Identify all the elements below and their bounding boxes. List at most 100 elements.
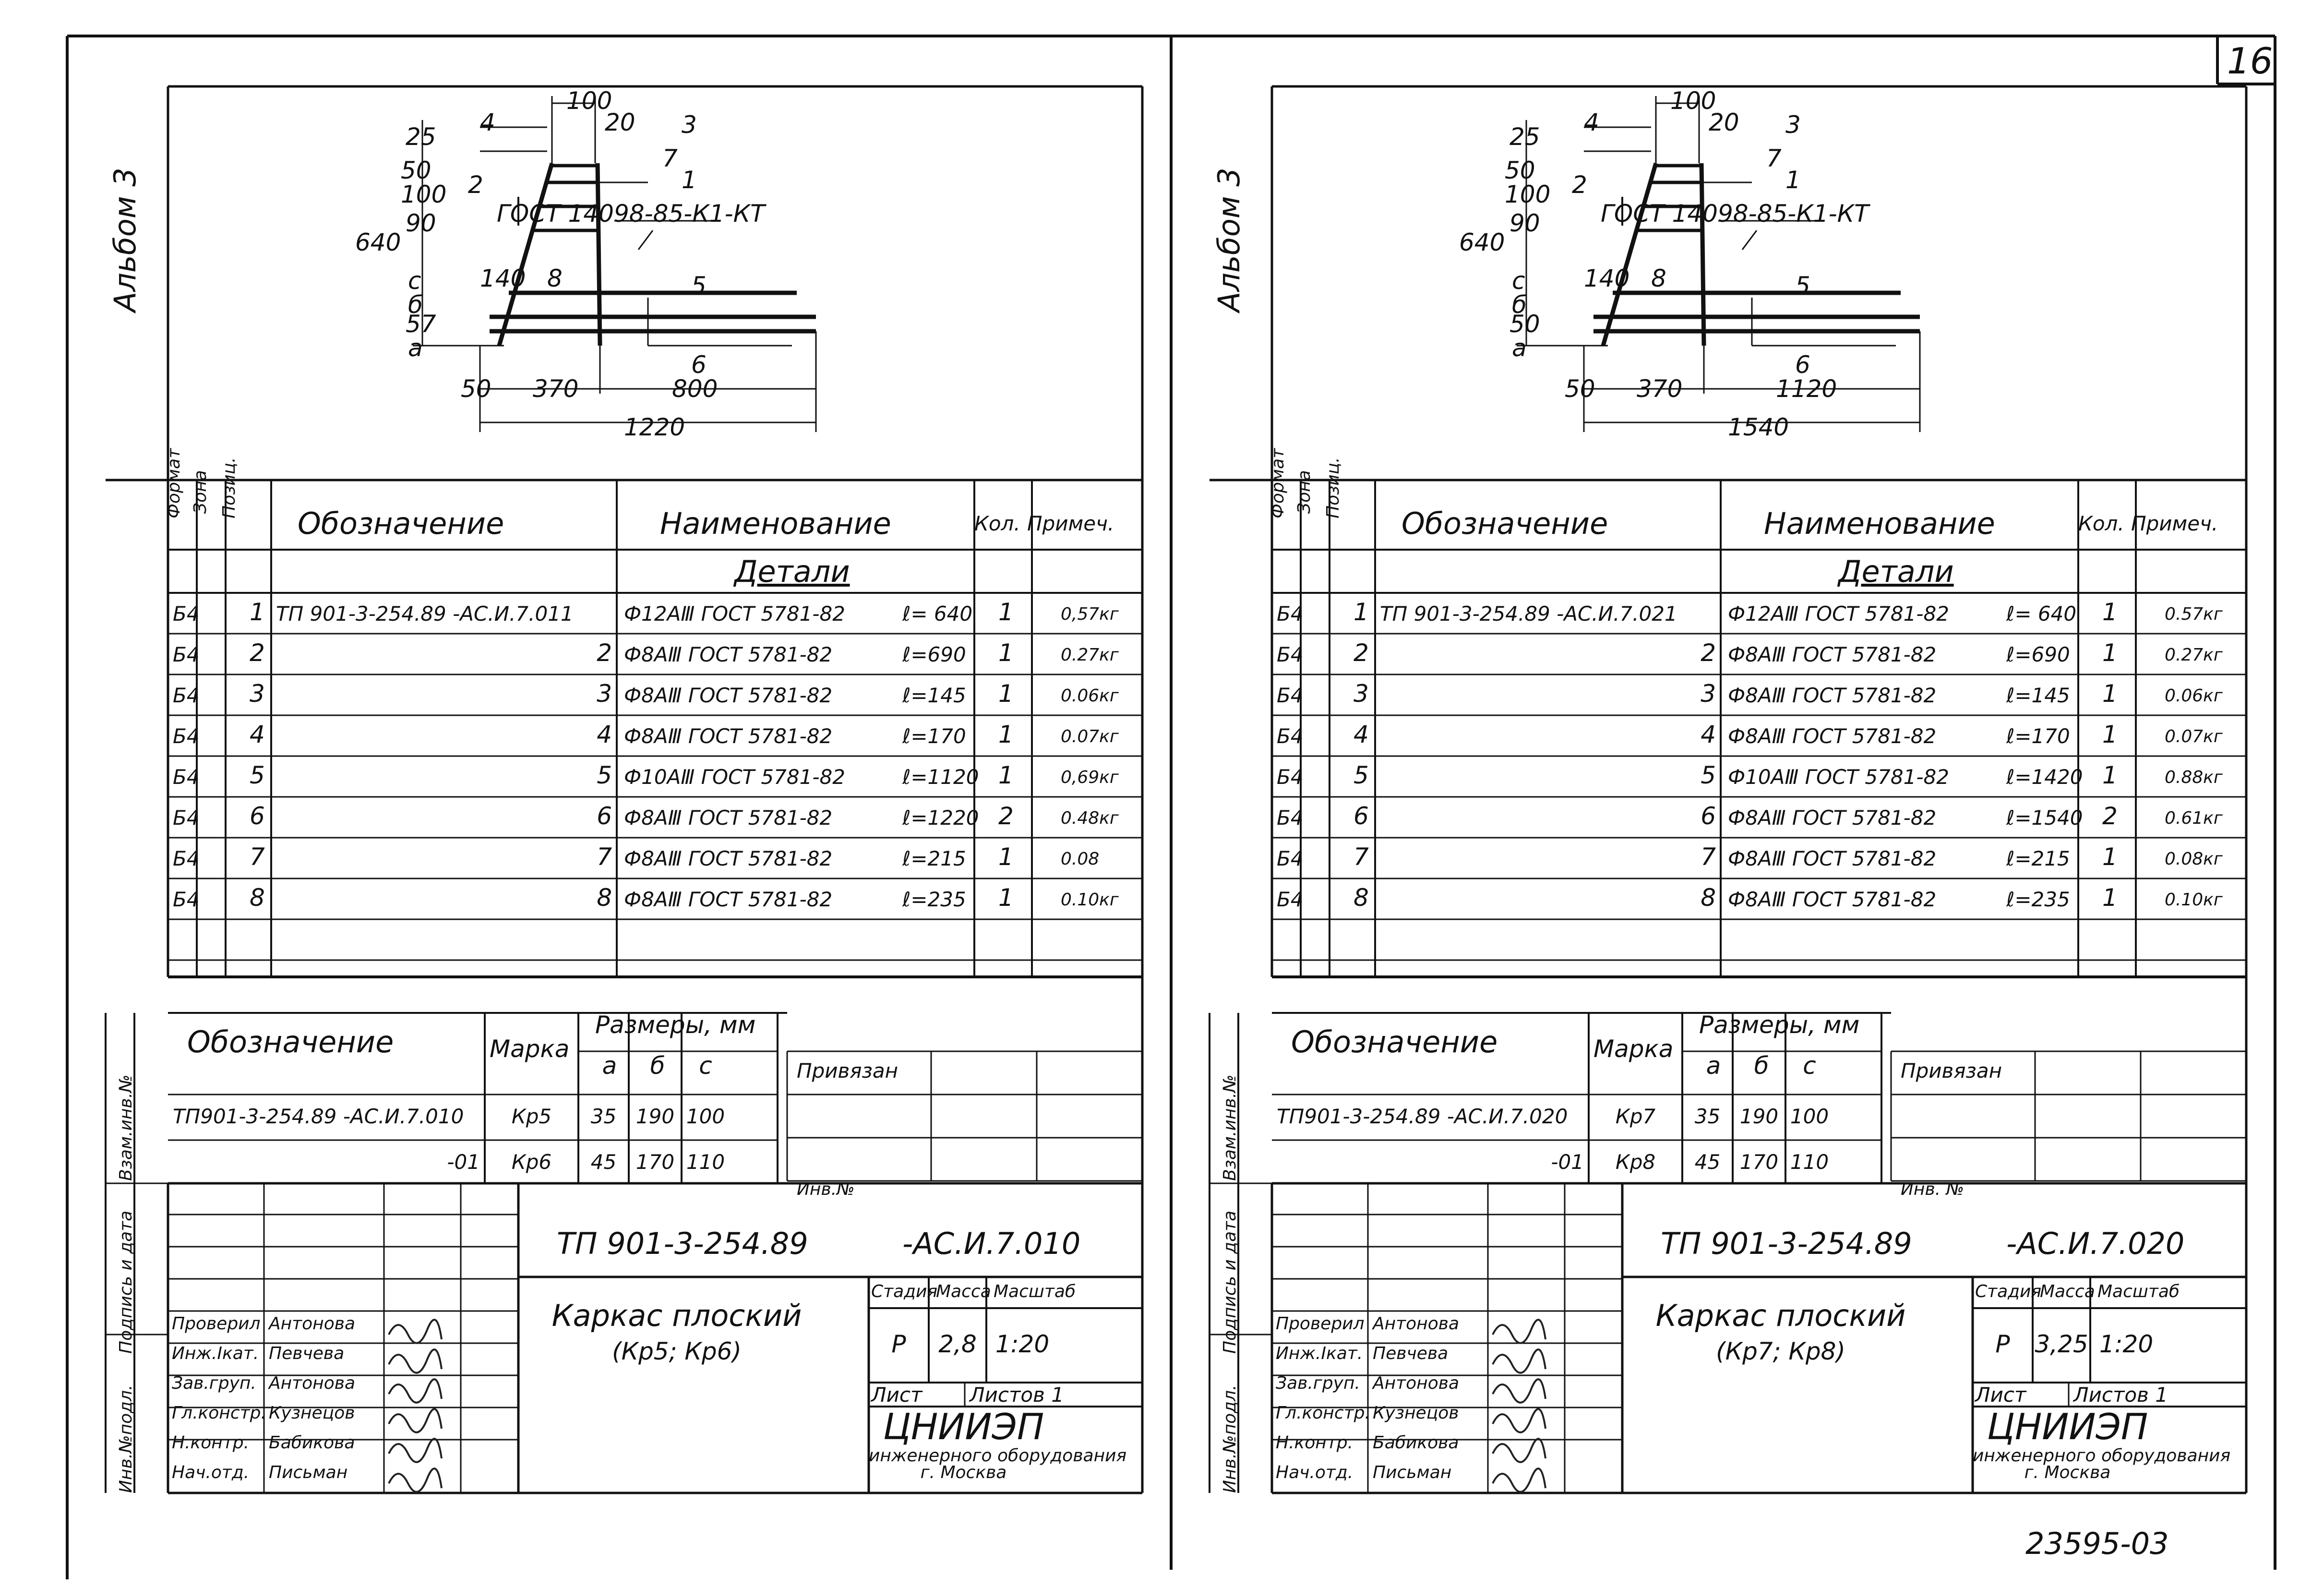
dim-label: 25 bbox=[406, 123, 436, 151]
row-pos: 4 bbox=[250, 721, 265, 748]
row-format: Б4 bbox=[1277, 684, 1304, 707]
variant-a: 45 bbox=[590, 1150, 617, 1174]
dim-label: 4 bbox=[480, 108, 495, 136]
person-name: Бабикова bbox=[269, 1433, 355, 1453]
row-designation: 4 bbox=[1701, 721, 1716, 748]
row-format: Б4 bbox=[1277, 643, 1304, 666]
code-left: ТП 901-3-254.89 bbox=[557, 1226, 808, 1261]
dim-label: 5 bbox=[1795, 272, 1810, 300]
row-note: 0.27кг bbox=[1061, 645, 1119, 665]
dim-label: 5 bbox=[691, 272, 707, 300]
person-name: Кузнецов bbox=[269, 1403, 355, 1423]
dim-label: 50 bbox=[1565, 375, 1595, 403]
row-pos: 1 bbox=[250, 598, 265, 626]
row-format: Б4 bbox=[173, 888, 200, 911]
dim-label: 8 bbox=[547, 265, 563, 292]
album-label: Альбом 3 bbox=[108, 168, 143, 312]
row-length: ℓ=215 bbox=[2006, 847, 2070, 870]
variant-c: 100 bbox=[686, 1105, 725, 1128]
variant-mark: Кр7 bbox=[1615, 1105, 1656, 1128]
variant-c: 100 bbox=[1790, 1105, 1829, 1128]
row-qty: 2 bbox=[2102, 802, 2118, 830]
dim-label: 2 bbox=[1572, 171, 1587, 199]
variants-mark-header: Марка bbox=[490, 1035, 570, 1063]
sheets-label: Листов 1 bbox=[2073, 1383, 2168, 1407]
variant-designation: ТП901-3-254.89 -АС.И.7.010 bbox=[173, 1105, 464, 1128]
dim-label: 1120 bbox=[1776, 375, 1837, 403]
gost-note: ГОСТ 14098-85-К1-КТ bbox=[1601, 200, 1869, 228]
dim-label: a bbox=[1512, 334, 1527, 362]
row-format: Б4 bbox=[173, 765, 200, 789]
row-designation: 4 bbox=[597, 721, 612, 748]
row-format: Б4 bbox=[1277, 602, 1304, 626]
row-designation: 5 bbox=[597, 761, 612, 789]
dim-label: 7 bbox=[662, 144, 678, 172]
dim-label: 140 bbox=[1584, 265, 1630, 292]
row-qty: 2 bbox=[998, 802, 1014, 830]
variants-a-header: а bbox=[602, 1052, 617, 1080]
row-format: Б4 bbox=[173, 847, 200, 870]
inv-no-label: Инв. № bbox=[1901, 1179, 1965, 1199]
dim-label: 57 bbox=[406, 310, 436, 338]
row-designation: 3 bbox=[1701, 680, 1716, 708]
org-city: г. Москва bbox=[2024, 1463, 2111, 1482]
page-number: 16 bbox=[2227, 40, 2273, 82]
section-details: Детали bbox=[1838, 554, 1954, 589]
row-pos: 3 bbox=[250, 680, 265, 708]
row-length: ℓ=145 bbox=[902, 684, 966, 707]
dim-label: 50 bbox=[1509, 310, 1540, 338]
row-qty: 1 bbox=[2102, 884, 2118, 912]
row-length: ℓ=690 bbox=[2006, 643, 2070, 666]
scale-value: 1:20 bbox=[995, 1330, 1050, 1358]
row-name: Ф8АⅢ ГОСТ 5781-82 bbox=[1728, 643, 1937, 666]
mass-label: Масса bbox=[2040, 1282, 2095, 1301]
dim-label: 20 bbox=[1709, 108, 1739, 136]
mass-value: 2,8 bbox=[938, 1330, 977, 1358]
row-length: ℓ=1120 bbox=[902, 765, 979, 789]
row-designation: 6 bbox=[597, 802, 612, 830]
dim-label: 3 bbox=[1785, 111, 1801, 139]
person-name: Антонова bbox=[1373, 1314, 1459, 1334]
row-qty: 1 bbox=[998, 721, 1014, 748]
variants-c-header: с bbox=[1803, 1052, 1816, 1080]
stage-label: Стадия bbox=[1975, 1282, 2042, 1301]
col-pos-header: Позиц. bbox=[1323, 457, 1343, 518]
dim-label: 370 bbox=[533, 375, 579, 403]
row-designation: 6 bbox=[1701, 802, 1716, 830]
variants-designation-header: Обозначение bbox=[1291, 1024, 1498, 1059]
person-name: Певчева bbox=[269, 1344, 345, 1363]
sheets-label: Листов 1 bbox=[970, 1383, 1064, 1407]
dim-label: 1220 bbox=[624, 413, 685, 441]
row-qty: 1 bbox=[998, 639, 1014, 667]
row-pos: 5 bbox=[1354, 761, 1369, 789]
code-right: -АС.И.7.020 bbox=[2006, 1226, 2185, 1261]
row-pos: 4 bbox=[1354, 721, 1369, 748]
scale-value: 1:20 bbox=[2099, 1330, 2154, 1358]
signature-mark bbox=[388, 1378, 443, 1404]
row-note: 0.08 bbox=[1061, 849, 1100, 869]
sheet-label: Лист bbox=[1975, 1383, 2026, 1407]
person-name: Бабикова bbox=[1373, 1433, 1459, 1453]
row-name: Ф12АⅢ ГОСТ 5781-82 bbox=[624, 602, 845, 626]
col-qty-header: Кол. bbox=[974, 512, 1020, 535]
col-note-header: Примеч. bbox=[2131, 512, 2218, 535]
row-pos: 6 bbox=[250, 802, 265, 830]
variants-designation-header: Обозначение bbox=[187, 1024, 394, 1059]
row-pos: 2 bbox=[250, 639, 265, 667]
row-length: ℓ= 640 bbox=[902, 602, 973, 626]
row-note: 0.07кг bbox=[1061, 727, 1119, 746]
variants-c-header: с bbox=[699, 1052, 712, 1080]
row-pos: 6 bbox=[1354, 802, 1369, 830]
row-length: ℓ=170 bbox=[902, 724, 966, 748]
variant-b: 170 bbox=[635, 1150, 675, 1174]
variants-b-header: б bbox=[650, 1052, 665, 1080]
variants-sizes-header: Размеры, мм bbox=[1699, 1011, 1860, 1039]
col-zone-header: Зона bbox=[1294, 470, 1314, 514]
row-pos: 1 bbox=[1354, 598, 1369, 626]
signature-mark bbox=[388, 1438, 443, 1463]
variants-b-header: б bbox=[1754, 1052, 1769, 1080]
row-length: ℓ=690 bbox=[902, 643, 966, 666]
variant-designation: -01 bbox=[1551, 1150, 1584, 1174]
mass-label: Масса bbox=[936, 1282, 991, 1301]
